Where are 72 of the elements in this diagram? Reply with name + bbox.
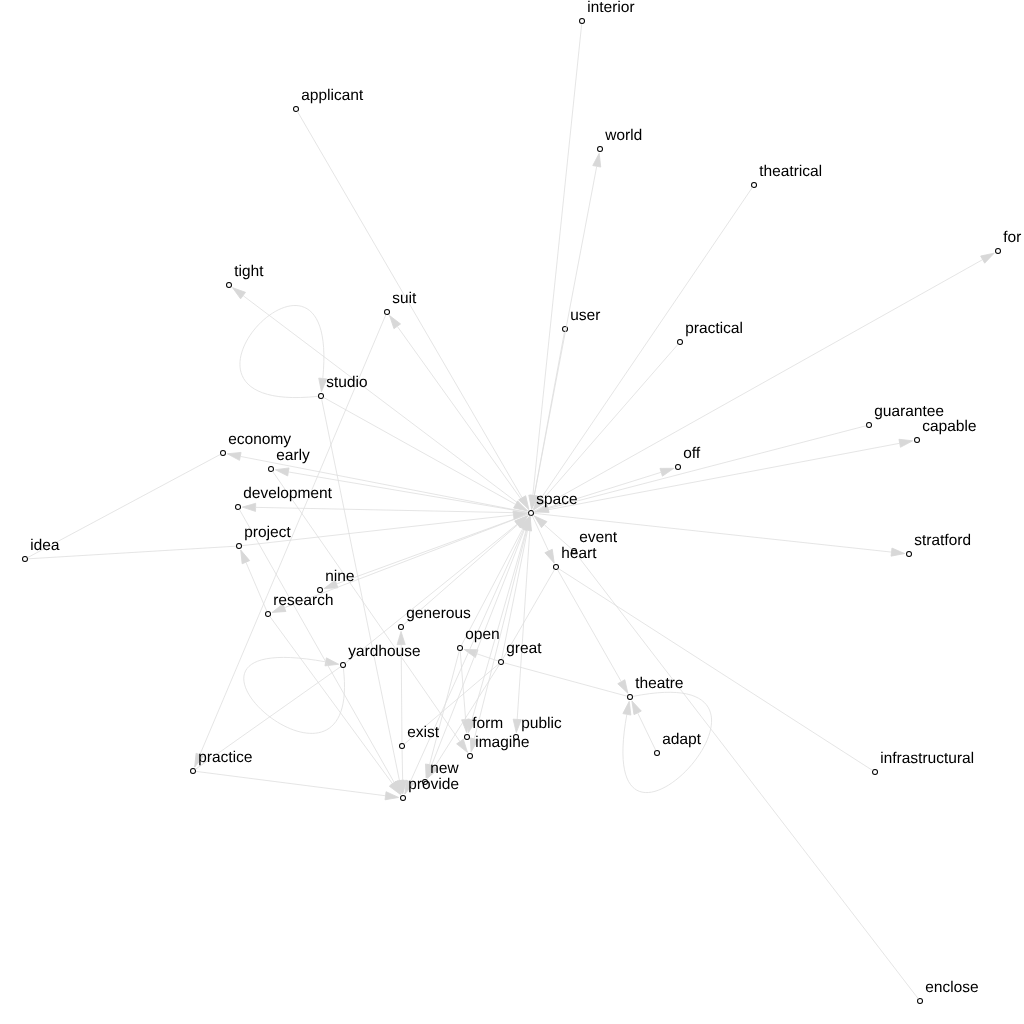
arrow (622, 691, 712, 792)
word-label: enclose (925, 980, 978, 993)
arrow (240, 549, 268, 612)
word-label: research (274, 593, 333, 606)
word-label: imagine (476, 735, 529, 751)
word-label: tight (234, 264, 264, 280)
arrow (241, 510, 528, 547)
arrow (274, 467, 529, 513)
arrow (323, 397, 528, 512)
arrow (459, 650, 471, 734)
word-label: provide (409, 777, 459, 793)
arrow (425, 650, 460, 779)
word-label: theatrical (759, 164, 822, 177)
word-label: generous (406, 609, 471, 622)
word-label: development (243, 486, 332, 502)
word-label: suit (392, 291, 417, 304)
arrow (297, 111, 530, 510)
word-label: theatre (635, 676, 683, 689)
arrow (631, 700, 657, 751)
arrow (272, 471, 468, 753)
word-label: stratford (914, 533, 971, 546)
arrow (533, 252, 995, 512)
word-label: economy (228, 435, 292, 448)
arrow (244, 657, 344, 733)
arrow (528, 23, 583, 510)
word-label: interior (588, 0, 635, 13)
word-label: user (571, 311, 601, 321)
word-label: heart (562, 546, 597, 559)
word-label: open (465, 630, 499, 643)
arrow (271, 513, 529, 613)
word-label: capable (922, 419, 976, 435)
word-label: adapt (662, 732, 701, 748)
word-label: applicant (301, 88, 364, 104)
word-label: great (506, 643, 542, 657)
word-label: space (536, 495, 577, 508)
word-label: early (276, 448, 310, 464)
word-label: infrastructural (881, 751, 974, 764)
arrow (239, 305, 328, 397)
arrow (531, 515, 555, 564)
arrow (529, 331, 565, 510)
word-label: public (522, 716, 562, 732)
arrow (321, 398, 404, 795)
arrow (242, 502, 529, 514)
arrow (396, 631, 406, 744)
arrow (389, 315, 530, 511)
arrow (463, 649, 499, 662)
arrow (557, 569, 629, 694)
word-label: idea (31, 538, 60, 551)
arrow (533, 187, 753, 510)
word-label: event (579, 532, 617, 543)
word-label: practical (686, 321, 742, 337)
arrow (344, 515, 528, 664)
word-label: new (431, 764, 459, 774)
word-label: nine (326, 569, 354, 582)
arrow (533, 343, 679, 511)
arrow (398, 748, 408, 794)
arrow (533, 467, 675, 513)
arrow (533, 512, 906, 557)
arrow (226, 452, 529, 513)
word-label: yardhouse (348, 644, 420, 660)
word-label: guarantee (874, 406, 944, 420)
word-label: off (683, 446, 701, 459)
word-label: studio (326, 375, 367, 388)
arrow (194, 314, 387, 768)
word-label: form (472, 716, 503, 729)
word-label: exist (407, 725, 439, 738)
word-label: project (245, 525, 291, 541)
arrow (533, 515, 573, 550)
word-label: for (1003, 230, 1022, 243)
arrow (534, 425, 867, 513)
arrow (501, 516, 532, 660)
word-label: world (605, 128, 642, 141)
